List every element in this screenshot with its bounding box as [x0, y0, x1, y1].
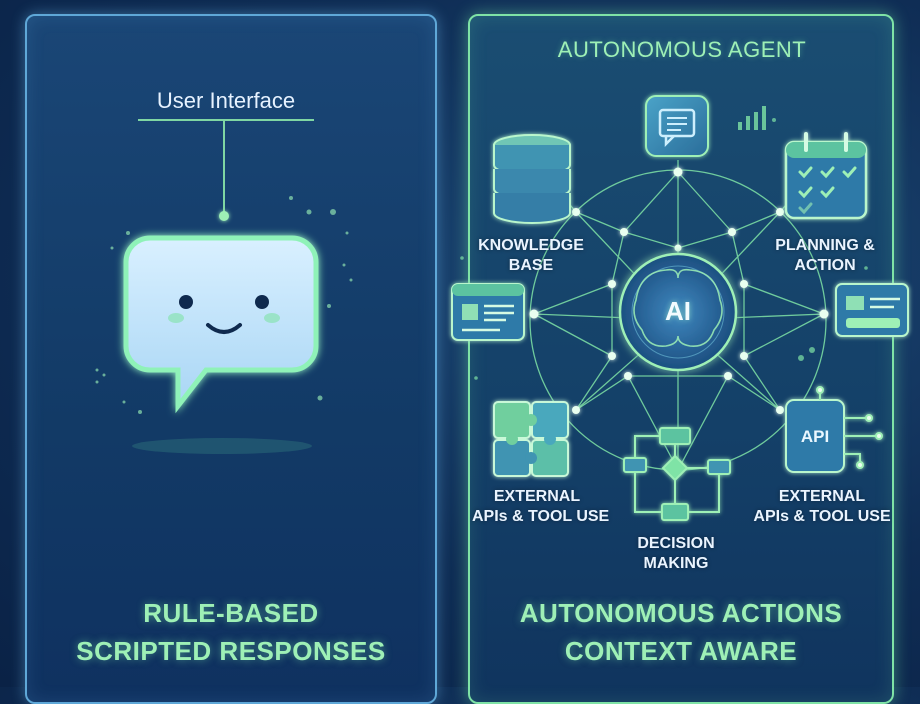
- bar-chart-icon: [738, 106, 766, 130]
- external-apis-right-line1: EXTERNAL: [778, 488, 866, 505]
- ui-connector: [138, 119, 314, 221]
- external-apis-left-line1: EXTERNAL: [493, 488, 581, 505]
- decision-making-line2: MAKING: [643, 555, 709, 572]
- decorative-sparkles-left: [95, 196, 353, 414]
- diagram-graphics: [95, 95, 909, 521]
- user-interface-label: User Interface: [156, 88, 296, 113]
- autonomous-agent-title: AUTONOMOUS AGENT: [557, 37, 807, 62]
- planning-action-label-line1: PLANNING &: [775, 237, 875, 254]
- ai-brain-core: [618, 252, 738, 372]
- planning-action-label-line2: ACTION: [794, 257, 856, 274]
- decorative-nodes-right: [460, 118, 868, 380]
- puzzle-icon: [493, 401, 569, 477]
- knowledge-base-label-line2: BASE: [508, 257, 554, 274]
- api-icon: [785, 386, 883, 473]
- calendar-checklist-icon: [784, 132, 868, 220]
- flowchart-icon: [623, 427, 731, 521]
- decision-making-line1: DECISION: [637, 535, 715, 552]
- smiley-face-icon: [168, 295, 280, 334]
- knowledge-base-label-line1: KNOWLEDGE: [478, 237, 584, 254]
- browser-window-icon: [451, 283, 525, 341]
- external-apis-right-line2: APIs & TOOL USE: [753, 508, 891, 525]
- api-badge-label: API: [800, 427, 830, 446]
- ai-core-label: AI: [665, 296, 691, 326]
- autonomous-actions-label: AUTONOMOUS ACTIONS: [519, 598, 843, 628]
- scripted-responses-label: SCRIPTED RESPONSES: [76, 636, 386, 666]
- database-icon: [493, 134, 571, 224]
- external-apis-left-line2: APIs & TOOL USE: [472, 508, 610, 525]
- context-aware-label: CONTEXT AWARE: [564, 636, 798, 666]
- message-icon: [645, 95, 709, 157]
- bubble-shadow: [132, 438, 312, 454]
- rule-based-label: RULE-BASED: [143, 598, 319, 628]
- profile-card-icon: [835, 283, 909, 337]
- chatbot-bubble-icon: [123, 235, 319, 414]
